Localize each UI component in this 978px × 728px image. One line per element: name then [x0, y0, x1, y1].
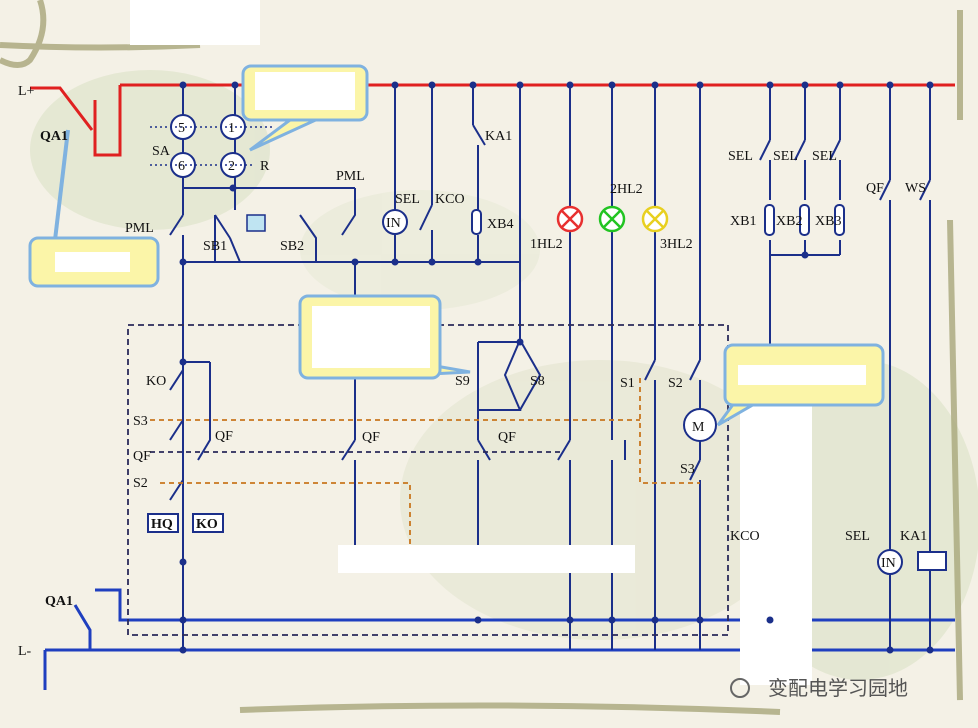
label-xb2: XB2: [776, 214, 802, 229]
left-contacts: [169, 361, 211, 501]
label-ws: WS: [905, 181, 926, 196]
label-qf-mid2: QF: [498, 430, 516, 445]
label-sel-2: SEL: [773, 149, 798, 164]
xb-terminals: [471, 204, 845, 236]
callout-mechanism: [298, 294, 471, 380]
callout-sa: [241, 64, 369, 152]
masked-region-right: [740, 385, 812, 685]
in-meter-bottom: [877, 549, 903, 575]
sa-contact-6: 6: [178, 159, 185, 174]
decorative-border: [0, 0, 963, 715]
masked-region-bottom: [338, 545, 635, 573]
label-pml-top: PML: [336, 169, 365, 184]
label-qf-left-a: QF: [215, 429, 233, 444]
motor-label: M: [692, 420, 705, 435]
in-meter-bottom-label: IN: [881, 556, 896, 571]
label-qa1-top: QA1: [40, 129, 68, 144]
label-lamp-3hl2: 3HL2: [660, 237, 693, 252]
label-lamp-1hl2: 1HL2: [530, 237, 563, 252]
label-xb1: XB1: [730, 214, 756, 229]
label-sb2: SB2: [280, 239, 304, 254]
masked-region-top: [130, 0, 260, 45]
component-labels: L+ L- QA1 QA1 SA R PML PML SB1 SB2 SEL K…: [18, 84, 927, 659]
label-ka1-top: KA1: [485, 129, 512, 144]
label-qf-right: QF: [866, 181, 884, 196]
label-qa1-bottom: QA1: [45, 594, 73, 609]
signal-lamps: [556, 205, 669, 233]
label-sel-3: SEL: [812, 149, 837, 164]
motor: [683, 408, 717, 442]
label-ko-box: KO: [196, 517, 218, 532]
label-kco-bottom: KCO: [730, 529, 760, 544]
sa-selector: 5 1 6 2: [150, 114, 275, 178]
label-hq: HQ: [151, 517, 173, 532]
label-ko: KO: [146, 374, 166, 389]
label-s3-left: S3: [133, 414, 148, 429]
label-s2-left: S2: [133, 476, 148, 491]
callout-motor: [716, 343, 885, 427]
label-s3-right: S3: [680, 462, 695, 477]
label-pml-left: PML: [125, 221, 154, 236]
label-sel-mid: SEL: [395, 192, 420, 207]
callout-qa1: [28, 129, 160, 288]
hq-coil: [147, 513, 179, 533]
ko-coil: [192, 513, 224, 533]
sb1-indicator: [246, 214, 266, 232]
label-xb4: XB4: [487, 217, 513, 232]
label-sb1: SB1: [203, 239, 227, 254]
in-meter-mid-label: IN: [386, 216, 401, 231]
contacts: [169, 124, 931, 481]
label-kco-mid: KCO: [435, 192, 465, 207]
label-qf-mid: QF: [362, 430, 380, 445]
qa1-top-wiring: [30, 85, 122, 157]
sa-contact-2: 2: [228, 159, 235, 174]
label-lamp-2hl2: 2HL2: [610, 182, 643, 197]
label-sel-1: SEL: [728, 149, 753, 164]
label-l-minus: L-: [18, 644, 32, 659]
label-sel-bottom: SEL: [845, 529, 870, 544]
label-s2-right: S2: [668, 376, 683, 391]
qa1-bottom-wiring: [43, 588, 955, 690]
in-meter-mid: [382, 209, 408, 235]
label-s8: S8: [530, 374, 545, 389]
label-sa-r: R: [260, 159, 270, 174]
label-s1-right: S1: [620, 376, 635, 391]
label-ka1-bottom: KA1: [900, 529, 927, 544]
label-qf-left-b: QF: [133, 449, 151, 464]
watermark-text: 变配电学习园地: [768, 676, 908, 700]
label-s9: S9: [455, 374, 470, 389]
sa-contact-1: 1: [228, 121, 235, 136]
label-sa: SA: [152, 144, 171, 159]
label-l-plus: L+: [18, 84, 35, 99]
ka1-coil: [917, 551, 947, 571]
watermark: 变配电学习园地: [730, 676, 908, 700]
sa-contact-5: 5: [178, 121, 185, 136]
orange-link: [150, 378, 700, 548]
label-xb3: XB3: [815, 214, 841, 229]
junction-dots: [179, 81, 934, 654]
